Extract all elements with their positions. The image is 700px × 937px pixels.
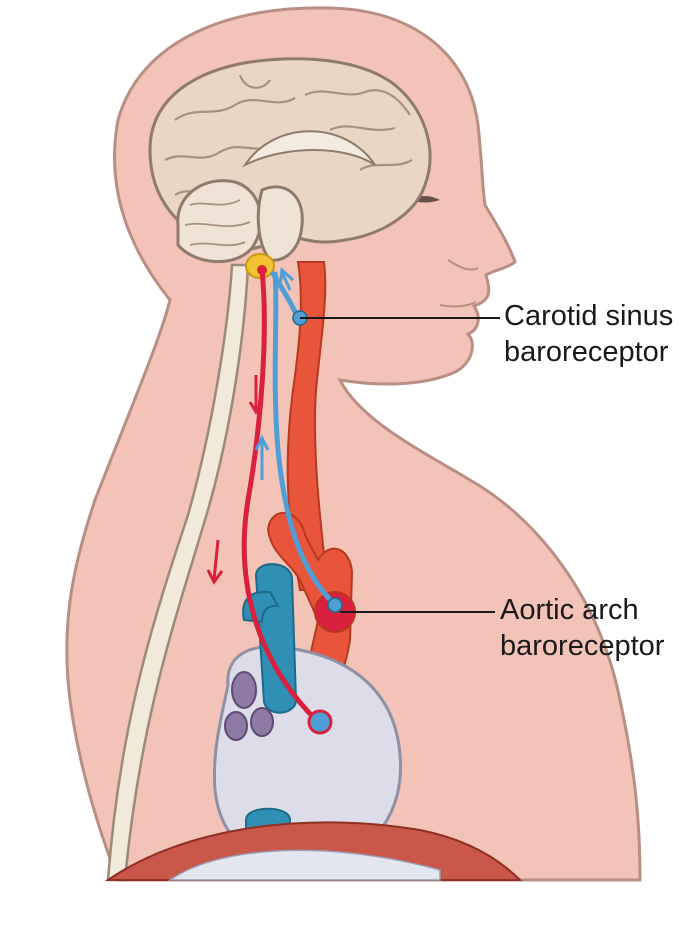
brain-gyri: [164, 74, 413, 196]
aortic-arch-label: Aortic arch baroreceptor: [500, 592, 664, 664]
aortic-label-line1: Aortic arch: [500, 594, 639, 626]
up-arrow-icon: [254, 266, 295, 480]
efferent-origin: [257, 265, 267, 275]
cerebellum-folia: [184, 199, 251, 247]
corpus-callosum: [242, 130, 376, 168]
mouth-detail: [439, 301, 477, 308]
cerebellum: [176, 179, 263, 263]
aortic-receptor-point: [327, 597, 343, 613]
carotid-label-line2: baroreceptor: [504, 336, 669, 368]
diaphragm-center: [167, 849, 441, 881]
efferent-nerve: [241, 269, 320, 724]
aortic-label-line2: baroreceptor: [500, 630, 665, 662]
nose-detail: [447, 259, 479, 271]
carotid-sinus-label: Carotid sinus baroreceptor: [504, 298, 673, 370]
sa-node-target: [307, 709, 333, 735]
brainstem: [256, 185, 304, 262]
afferent-nerve-aortic: [272, 271, 337, 607]
down-arrow-icon: [206, 375, 264, 585]
lymph-nodes: [224, 671, 274, 741]
carotid-label-line1: Carotid sinus: [504, 300, 674, 332]
